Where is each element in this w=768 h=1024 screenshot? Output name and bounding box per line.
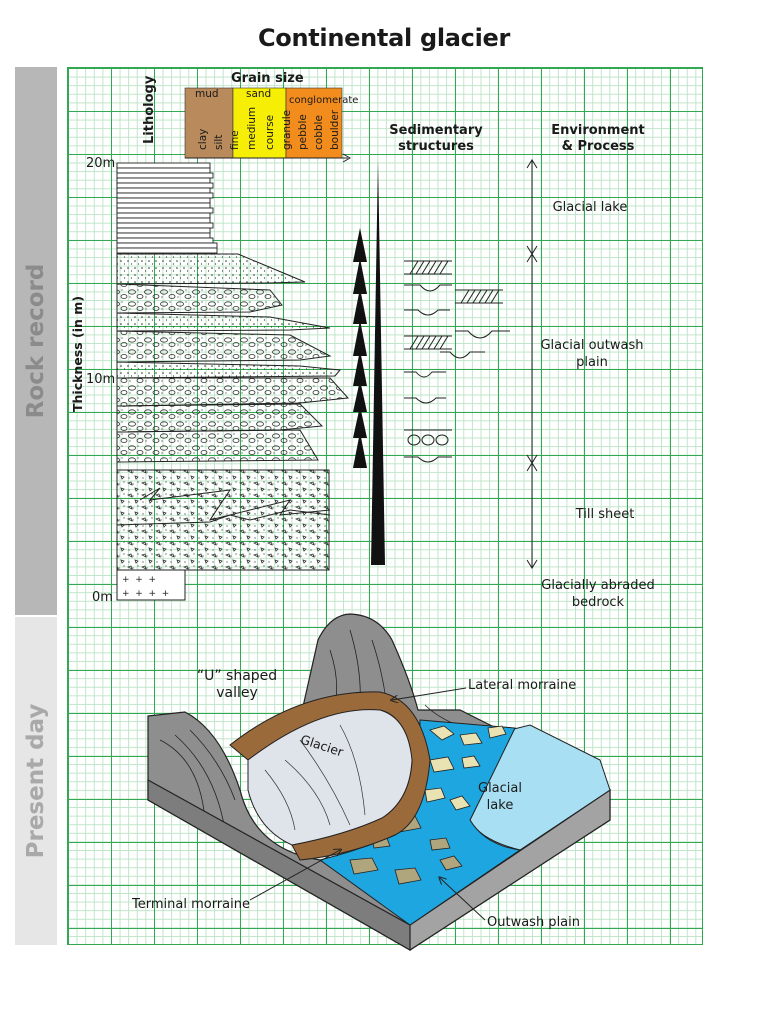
page-title: Continental glacier [257, 24, 511, 52]
cross-bedding-symbol [404, 260, 452, 275]
channel-symbol [404, 309, 450, 316]
till-sheet [116, 469, 331, 571]
environment-range-arrows [526, 159, 538, 569]
channel-symbol [404, 397, 446, 404]
present-day-band: Present day [15, 617, 57, 945]
tick-10m: 10m [86, 372, 116, 387]
grain-fine: fine [229, 130, 241, 150]
outwash-beds [116, 253, 350, 463]
label-leader-lines [249, 687, 486, 921]
cross-bedding-symbol [455, 289, 503, 304]
grain-granule: granule [281, 109, 293, 150]
tick-0m: 0m [92, 590, 113, 605]
env-till-sheet: Till sheet [575, 507, 635, 522]
grain-course: course [264, 114, 276, 150]
environment-process-heading: Environment & Process [551, 123, 645, 154]
glacier-ice [247, 709, 413, 846]
tick-20m: 20m [86, 156, 116, 171]
grain-pebble: pebble [297, 114, 309, 150]
sedimentary-structures-heading: Sedimentary structures [389, 123, 483, 154]
env-glacial-lake: Glacial lake [552, 200, 628, 215]
thickness-axis-label: Thickness (in m) [70, 295, 85, 412]
sand-label: sand [246, 88, 272, 100]
grain-size-scale [184, 87, 352, 163]
channel-symbol [404, 456, 452, 463]
rock-record-band: Rock record [15, 67, 57, 615]
cross-bedding-symbol [404, 335, 452, 350]
u-shaped-valley-label: “U” shaped valley [196, 668, 278, 701]
outwash-plain-label: Outwash plain [487, 915, 580, 930]
grain-silt: silt [213, 134, 225, 150]
mud-label: mud [195, 88, 219, 100]
channel-symbol [404, 371, 446, 378]
env-glacially-abraded-bedrock: Glacially abraded bedrock [541, 578, 655, 610]
grain-boulder: boulder [329, 109, 341, 150]
sedimentary-structure-symbols [404, 260, 510, 463]
conglomerate-label: conglomerate [289, 95, 359, 106]
svg-text:+ + + +: + + + + [122, 589, 169, 599]
channel-symbol [440, 351, 485, 359]
channel-symbol [455, 330, 510, 339]
env-glacial-outwash-plain: Glacial outwash plain [540, 338, 644, 370]
grain-medium: medium [246, 106, 258, 150]
grain-clay: clay [197, 128, 209, 150]
glacial-lake-laminae [116, 162, 218, 254]
grain-size-heading: Grain size [231, 71, 304, 86]
mud-column [184, 87, 234, 159]
lithology-heading: Lithology [142, 75, 157, 144]
conglomerate-column [285, 87, 343, 159]
grain-size-arrow [342, 153, 352, 163]
sand-column [232, 87, 287, 159]
grain-cobble: cobble [313, 115, 325, 150]
channel-symbol [404, 284, 452, 292]
block-diagram [147, 613, 611, 952]
bedrock: + + + + + + + [116, 569, 186, 601]
grain-size-trend [353, 160, 385, 565]
glacial-lake-label: Glacial lake [478, 781, 522, 813]
lateral-morraine-label: Lateral morraine [468, 678, 577, 693]
svg-text:+ + +: + + + [122, 575, 156, 585]
imbricated-clasts-symbol [404, 429, 452, 446]
terminal-morraine-label: Terminal morraine [132, 897, 250, 912]
